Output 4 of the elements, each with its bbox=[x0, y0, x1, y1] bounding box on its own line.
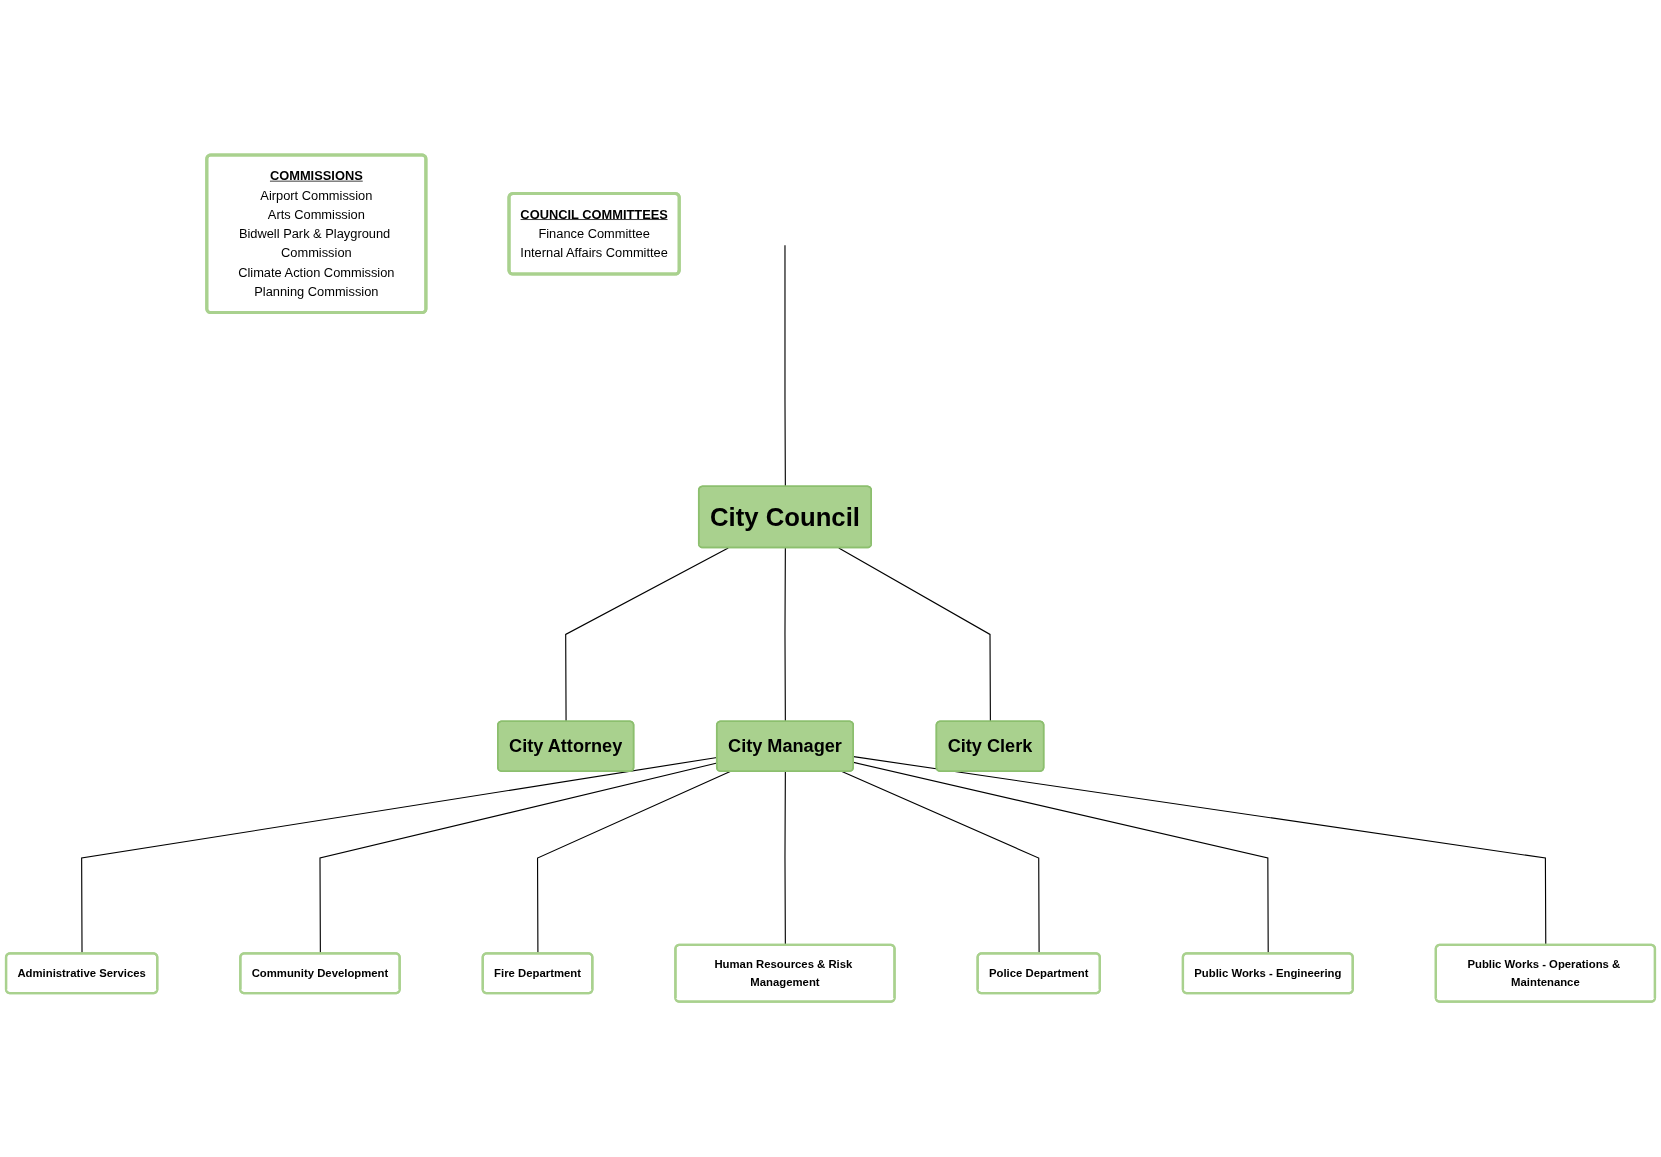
connector bbox=[838, 547, 991, 723]
connector bbox=[565, 547, 729, 723]
connector bbox=[784, 547, 786, 723]
connector bbox=[784, 244, 786, 488]
